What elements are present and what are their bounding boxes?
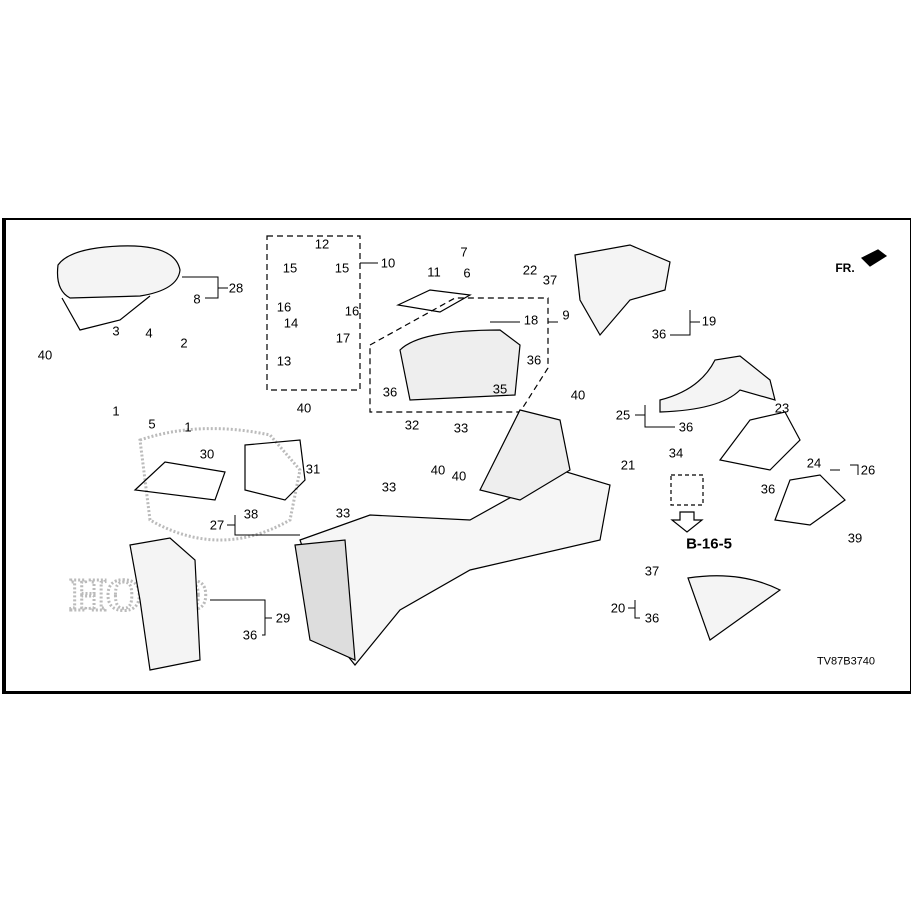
callout-label: 5 [148, 416, 156, 432]
callout-label: 8 [193, 291, 201, 307]
diagram-code: TV87B3740 [816, 655, 876, 668]
armrest [56, 245, 181, 299]
callout-label: 27 [209, 517, 225, 533]
callout-label: 36 [760, 481, 776, 497]
callout-label: 34 [668, 445, 684, 461]
callout-label: 28 [228, 280, 244, 296]
callout-label: 16 [344, 303, 360, 319]
callout-label: 36 [382, 384, 398, 400]
callout-label: 37 [542, 272, 558, 288]
callout-label: 11 [427, 264, 441, 280]
callout-label: 35 [492, 381, 508, 397]
callout-label: 36 [242, 627, 258, 643]
callout-label: 36 [678, 419, 694, 435]
callout-label: 40 [451, 468, 467, 484]
callout-label: 25 [615, 407, 631, 423]
callout-label: 1 [112, 403, 120, 419]
callout-label: 22 [522, 262, 538, 278]
callout-label: 21 [620, 457, 636, 473]
front-direction-label: FR. [835, 261, 855, 275]
callout-label: 15 [282, 260, 298, 276]
callout-label: 14 [283, 315, 299, 331]
callout-label: 37 [644, 563, 660, 579]
callout-label: 31 [305, 461, 321, 477]
callout-label: 36 [644, 610, 660, 626]
callout-label: 36 [651, 326, 667, 342]
callout-label: 23 [774, 400, 790, 416]
callout-label: 4 [145, 325, 153, 341]
callout-label: 40 [570, 387, 586, 403]
callout-label: 40 [430, 462, 446, 478]
callout-label: 10 [380, 255, 396, 271]
callout-label: 15 [334, 260, 350, 276]
callout-label: 6 [463, 265, 471, 281]
callout-label: 30 [199, 446, 215, 462]
callout-label: 33 [335, 505, 351, 521]
dashed-group-10 [266, 235, 361, 391]
callout-label: 29 [275, 610, 291, 626]
callout-label: 17 [335, 330, 351, 346]
callout-label: 24 [806, 455, 822, 471]
callout-label: 9 [562, 307, 570, 323]
callout-label: 36 [526, 352, 542, 368]
callout-label: 19 [701, 313, 717, 329]
callout-label: 40 [37, 347, 53, 363]
callout-label: 32 [404, 417, 420, 433]
dashed-group-9 [369, 297, 549, 413]
callout-label: 33 [453, 420, 469, 436]
reference-link-b-16-5[interactable]: B-16-5 [686, 535, 732, 553]
callout-label: 1 [184, 419, 192, 435]
callout-label: 26 [860, 462, 876, 478]
callout-label: 38 [243, 506, 259, 522]
callout-label: 3 [112, 323, 120, 339]
callout-label: 7 [460, 244, 468, 260]
callout-label: 18 [523, 312, 539, 328]
callout-label: 12 [314, 236, 330, 252]
callout-label: 40 [296, 400, 312, 416]
callout-label: 33 [381, 479, 397, 495]
callout-label: 13 [276, 353, 292, 369]
callout-label: 2 [180, 335, 188, 351]
callout-label: 39 [847, 530, 863, 546]
callout-label: 20 [610, 600, 626, 616]
callout-label: 16 [276, 299, 292, 315]
